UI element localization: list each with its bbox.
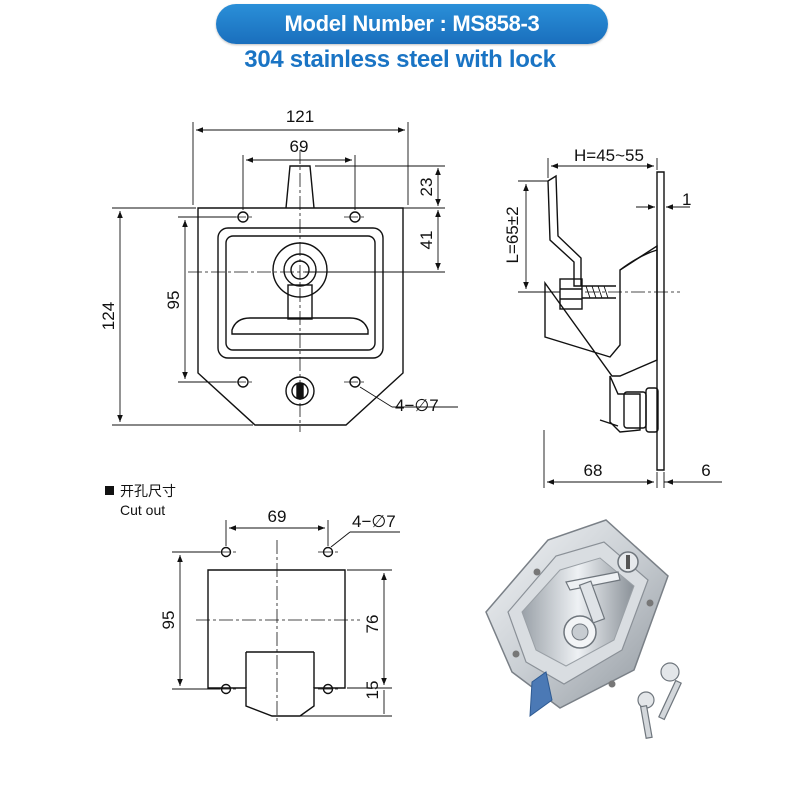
side-lock-cylinder [623, 391, 647, 429]
side-handle-bar [547, 174, 582, 287]
cutout-dim-76: 76 [363, 615, 382, 634]
cutout-bullet [105, 486, 114, 495]
dim-handle-23: 23 [417, 178, 436, 197]
side-lock-face [645, 387, 659, 433]
front-t-handle-bar [231, 317, 369, 335]
dim-h-range: H=45~55 [574, 146, 644, 165]
side-body [544, 244, 658, 377]
material-subtitle: 304 stainless steel with lock [244, 46, 556, 73]
side-view [544, 171, 665, 471]
cutout-title-cn: 开孔尺寸 [120, 483, 176, 499]
cutout-dim-69: 69 [268, 507, 287, 526]
cutout-title-en: Cut out [120, 502, 165, 518]
side-nut [559, 278, 583, 310]
cutout-dim-15: 15 [363, 681, 382, 700]
cutout-outline [207, 569, 346, 717]
cutout-center-lines [196, 540, 360, 722]
dim-flange-6: 6 [701, 461, 710, 480]
cutout-dim-95: 95 [159, 611, 178, 630]
model-number-banner: Model Number : MS858-3 [216, 4, 608, 44]
cutout-dim-4-phi7: 4−∅7 [352, 512, 396, 531]
dim-width-121: 121 [286, 107, 314, 126]
cutout-dimension-lines [172, 520, 400, 717]
t-handle-latch-photo-icon [485, 519, 669, 718]
front-recess-outer [217, 227, 384, 359]
side-body-curve [619, 249, 658, 271]
front-dimension-lines [112, 122, 458, 426]
dim-hole-41: 41 [417, 231, 436, 250]
dim-depth-68: 68 [584, 461, 603, 480]
side-bolt [582, 285, 616, 299]
front-view [197, 165, 404, 426]
side-dimension-lines [518, 158, 722, 488]
side-plate [656, 171, 665, 471]
dim-height-95: 95 [164, 291, 183, 310]
front-center-lines [188, 150, 412, 432]
dim-l-range: L=65±2 [503, 206, 522, 263]
side-lock-housing [609, 375, 641, 433]
key-pair-icon [637, 662, 682, 739]
dim-holes-4-phi7: 4−∅7 [395, 396, 439, 415]
dim-height-124: 124 [99, 302, 118, 330]
dim-thickness-1: 1 [682, 190, 691, 209]
model-number-label: Model Number : MS858-3 [284, 11, 540, 36]
front-recess-inner [225, 235, 376, 351]
front-handle-stem [285, 165, 315, 209]
dim-hole-spacing-69: 69 [290, 137, 309, 156]
cutout-view [207, 546, 346, 717]
